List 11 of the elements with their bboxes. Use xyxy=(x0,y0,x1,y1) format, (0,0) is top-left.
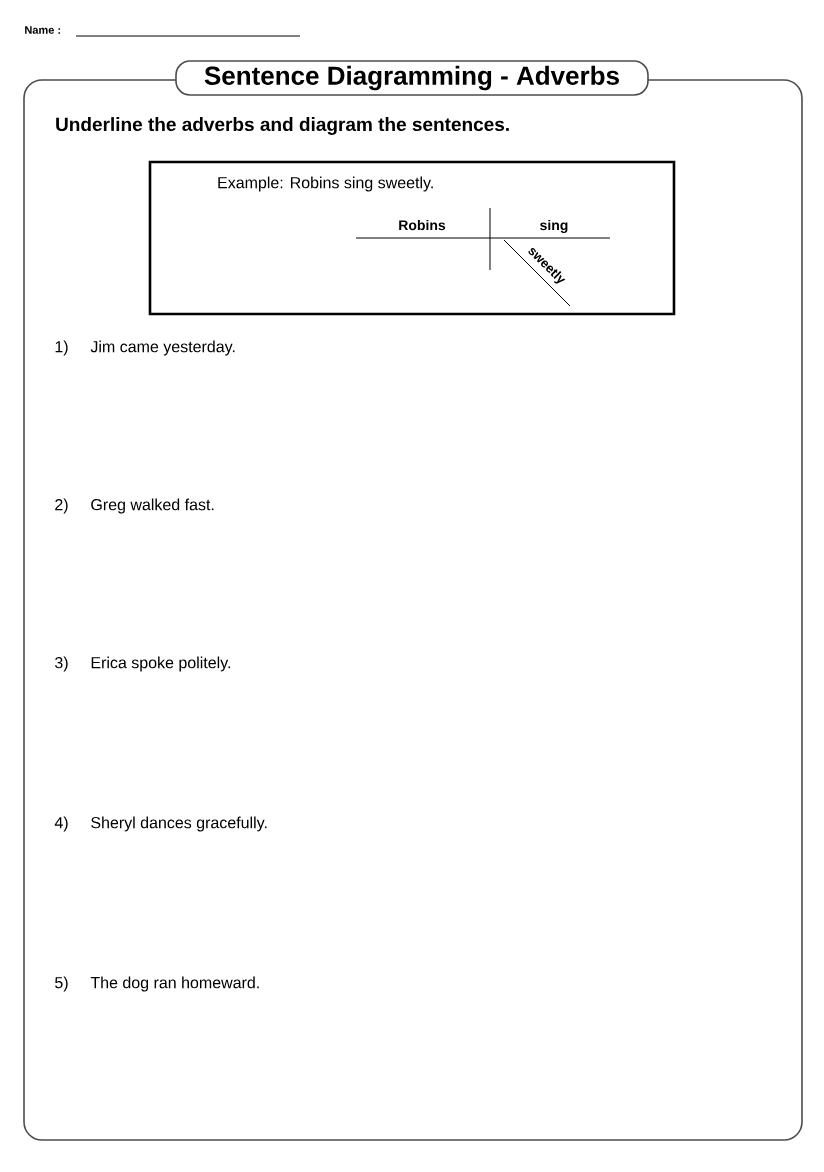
sentence: The dog ran homeward. xyxy=(90,976,259,992)
sentence: Sheryl dances gracefully. xyxy=(91,816,267,832)
question-number: 2) xyxy=(55,498,68,514)
question-number: 3) xyxy=(55,656,68,672)
sentence: Erica spoke politely. xyxy=(91,656,230,672)
sentence: Greg walked fast. xyxy=(91,498,214,514)
question-number: 1) xyxy=(55,340,68,356)
sentence: Jim came yesterday. xyxy=(90,340,235,356)
question-number: 5) xyxy=(55,976,68,992)
question-number: 4) xyxy=(54,816,68,832)
title-banner: Sentence Diagramming - Adverbs xyxy=(175,60,649,96)
